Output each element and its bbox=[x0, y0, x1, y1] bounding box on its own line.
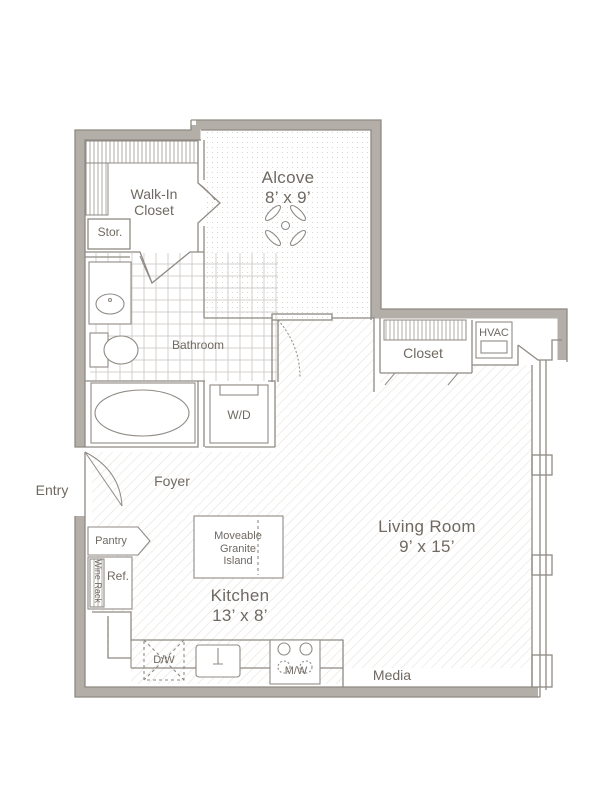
bathtub-basin bbox=[94, 389, 190, 437]
kitchen-label: Kitchen 13’ x 8’ bbox=[190, 586, 290, 625]
kitchen-appliances bbox=[107, 620, 321, 685]
vanity bbox=[88, 261, 132, 325]
storage-label: Stor. bbox=[97, 225, 123, 239]
kitchen-name: Kitchen bbox=[210, 586, 270, 605]
kitchen-size: 13’ x 8’ bbox=[212, 605, 268, 625]
alcove-label: Alcove 8’ x 9’ bbox=[243, 168, 333, 207]
kitchen-island bbox=[193, 515, 284, 579]
alcove-size: 8’ x 9’ bbox=[265, 187, 311, 207]
island-line1: Moveable bbox=[214, 530, 262, 542]
alcove-name: Alcove bbox=[261, 168, 315, 187]
toilet-icon bbox=[103, 335, 139, 365]
closet-label: Closet bbox=[403, 345, 443, 361]
wine-rack-label: Wine Rack bbox=[93, 559, 104, 603]
living-room-size: 9’ x 15’ bbox=[399, 536, 455, 556]
dishwasher bbox=[143, 639, 185, 681]
island-line3: Island bbox=[223, 555, 253, 568]
walk-in-closet-line1: Walk-In bbox=[130, 186, 178, 202]
hvac-unit bbox=[475, 321, 513, 359]
door-swings bbox=[84, 182, 460, 516]
refrigerator-label: Ref. bbox=[106, 569, 129, 583]
island-label: Moveable Granite Island bbox=[200, 530, 276, 568]
media-label: Media bbox=[372, 667, 412, 683]
closet-shelving bbox=[85, 140, 467, 341]
island-line2: Granite bbox=[219, 542, 257, 555]
pantry-label: Pantry bbox=[95, 535, 127, 547]
exterior-walls bbox=[75, 120, 567, 697]
entry-label: Entry bbox=[35, 482, 69, 498]
sink-icon bbox=[95, 293, 125, 315]
walk-in-closet-line2: Closet bbox=[134, 202, 174, 219]
ceiling-fan-icon bbox=[264, 204, 307, 247]
refrigerator bbox=[87, 556, 133, 610]
bathroom-label: Bathroom bbox=[171, 338, 225, 352]
wall-outlines bbox=[74, 119, 568, 698]
washer-dryer-label: W/D bbox=[227, 408, 251, 422]
bathroom-fixtures bbox=[88, 261, 269, 444]
living-room-label: Living Room 9’ x 15’ bbox=[362, 517, 492, 556]
living-room-name: Living Room bbox=[378, 517, 476, 536]
pantry bbox=[87, 526, 151, 556]
hvac-label: HVAC bbox=[479, 327, 509, 339]
microwave-label: M/W bbox=[284, 665, 308, 677]
foyer-label: Foyer bbox=[154, 473, 190, 489]
dishwasher-label: D/W bbox=[153, 654, 175, 666]
walk-in-closet-label: Walk-In Closet bbox=[118, 186, 190, 218]
